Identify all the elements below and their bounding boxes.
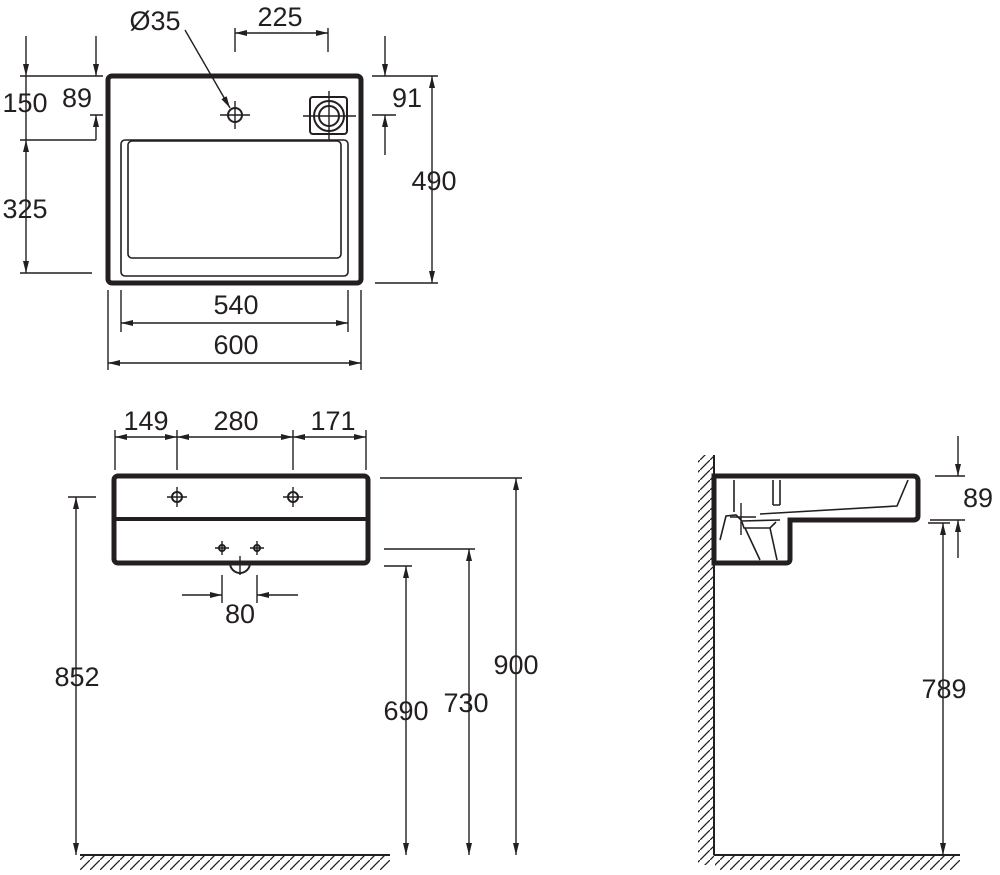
dim-730: 730 [443,688,488,718]
dim-490: 490 [411,166,456,196]
dim-789: 789 [921,674,966,704]
basin-outline [105,73,364,286]
tap-hole-icon [283,487,303,507]
side-view: 89 789 [698,436,993,870]
dim-171: 171 [310,406,355,436]
floor-hatch [80,856,390,870]
tap-hole-icon [220,101,250,129]
overflow-icon [303,91,356,140]
dim-325: 325 [2,194,47,224]
dim-89: 89 [62,83,92,113]
dim-900: 900 [493,650,538,680]
dim-89-side: 89 [963,483,993,513]
hole-diameter-label: Ø35 [129,6,180,36]
dim-150: 150 [2,88,47,118]
basin-bowl [120,139,349,277]
fixing-point-icon [215,541,264,555]
floor-hatch [715,856,960,870]
basin-side-outline [711,473,921,566]
dim-149: 149 [123,406,168,436]
dim-80: 80 [225,599,255,629]
dim-540: 540 [213,290,258,320]
tap-hole-icon [167,487,187,507]
dim-225: 225 [257,2,302,32]
front-view: 149 280 171 80 852 690 730 900 [54,406,539,870]
dim-280: 280 [213,406,258,436]
wall-hatch [698,455,714,865]
dim-600: 600 [213,330,258,360]
dim-852: 852 [54,662,99,692]
dim-91: 91 [392,83,422,113]
top-view: Ø35 225 89 150 325 91 490 540 600 [2,2,457,370]
dim-690: 690 [383,696,428,726]
